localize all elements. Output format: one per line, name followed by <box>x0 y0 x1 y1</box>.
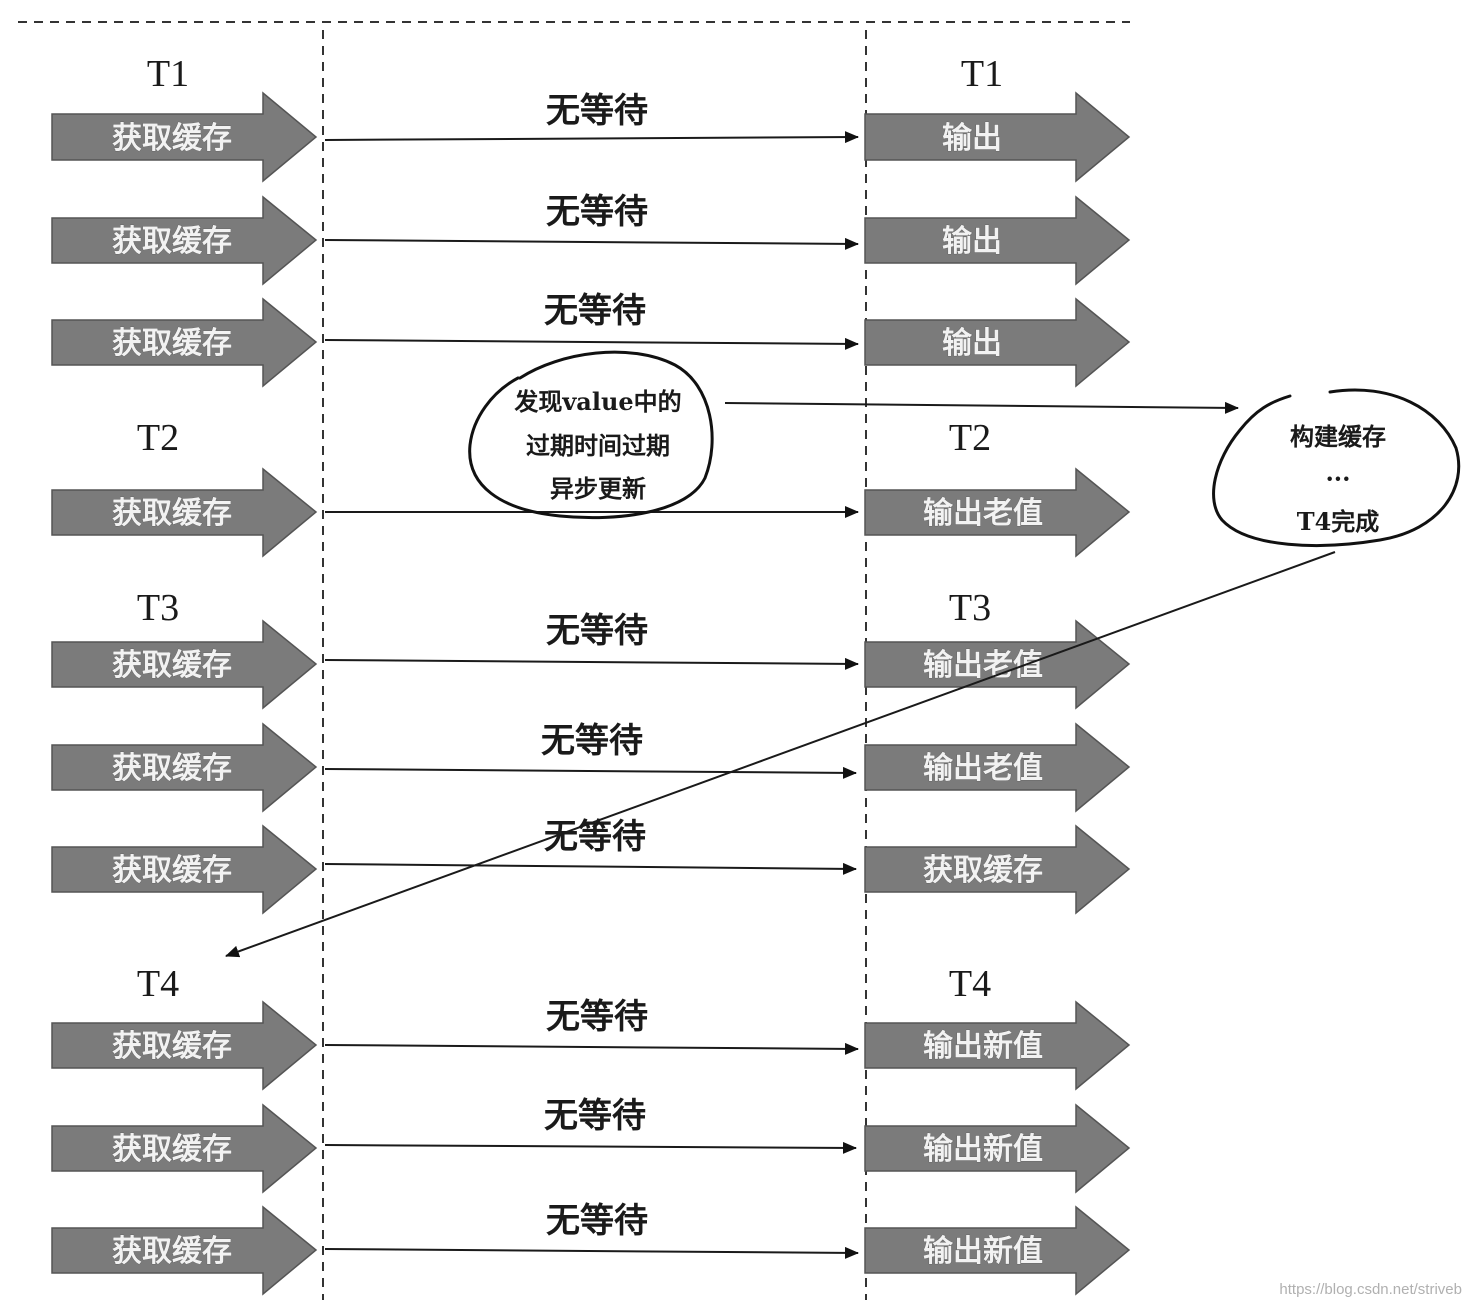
left-block-arrow <box>51 467 318 558</box>
left-block-arrow-label: 获取缓存 <box>112 648 232 683</box>
right-block-arrow-label: 输出 <box>942 326 1002 361</box>
right-block-arrow <box>864 722 1131 813</box>
expire-note-line-2: 过期时间过期 <box>526 431 670 460</box>
expire-note-circle <box>468 350 714 520</box>
left-block-arrow <box>51 1000 318 1091</box>
build-cache-note-circle <box>1212 388 1461 547</box>
expire-note-line-3: 异步更新 <box>550 474 646 503</box>
expire-note: 发现value中的 过期时间过期 异步更新 <box>468 350 714 520</box>
right-block-arrow <box>864 91 1131 183</box>
row: 获取缓存 输出老值 <box>51 467 1131 558</box>
left-block-arrow <box>51 1103 318 1194</box>
no-wait-label: 无等待 <box>546 997 648 1037</box>
no-wait-label: 无等待 <box>546 1201 648 1241</box>
right-block-arrow <box>864 1000 1131 1091</box>
no-wait-arrow <box>324 657 859 670</box>
row: 获取缓存 无等待 输出新值 <box>51 997 1131 1091</box>
right-block-arrow-label: 输出 <box>942 224 1002 259</box>
thread-label-t2-left: T2 <box>137 417 179 459</box>
no-wait-label: 无等待 <box>544 817 646 857</box>
no-wait-arrow <box>324 1246 859 1259</box>
no-wait-arrow <box>324 131 859 144</box>
left-block-arrow <box>51 1205 318 1296</box>
left-block-arrow <box>51 722 318 813</box>
no-wait-label: 无等待 <box>546 611 648 651</box>
right-block-arrow-label: 输出老值 <box>923 496 1043 531</box>
no-wait-arrow <box>324 237 859 250</box>
no-wait-arrow <box>324 862 857 875</box>
left-block-arrow <box>51 619 318 710</box>
build-cache-note-line-3: T4完成 <box>1297 507 1380 536</box>
thread-label-t3-right: T3 <box>949 587 991 629</box>
async-update-arrow <box>724 401 1239 414</box>
row: 获取缓存 无等待 输出老值 <box>51 721 1131 813</box>
left-block-arrow-label: 获取缓存 <box>112 1132 232 1167</box>
left-block-arrow-label: 获取缓存 <box>112 496 232 531</box>
build-cache-note: 构建缓存 ··· T4完成 <box>1212 388 1461 547</box>
right-block-arrow <box>864 824 1131 915</box>
left-block-arrow-label: 获取缓存 <box>112 853 232 888</box>
left-block-arrow-label: 获取缓存 <box>112 1234 232 1269</box>
right-block-arrow-label: 获取缓存 <box>923 853 1043 888</box>
row: 获取缓存 无等待 输出老值 <box>51 611 1131 710</box>
build-cache-note-line-2: ··· <box>1325 464 1350 493</box>
no-wait-label: 无等待 <box>546 91 648 131</box>
row: 获取缓存 无等待 输出 <box>51 192 1131 286</box>
right-block-arrow <box>864 1205 1131 1296</box>
thread-label-t1-right: T1 <box>961 53 1003 95</box>
row: 获取缓存 无等待 输出 <box>51 91 1131 183</box>
no-wait-label: 无等待 <box>541 721 643 761</box>
no-wait-label: 无等待 <box>546 192 648 232</box>
thread-label-t2-right: T2 <box>949 417 991 459</box>
no-wait-label: 无等待 <box>544 291 646 331</box>
row: 获取缓存 无等待 获取缓存 <box>51 817 1131 915</box>
build-cache-note-line-1: 构建缓存 <box>1290 422 1386 451</box>
row: 获取缓存 无等待 输出 <box>51 291 1131 388</box>
thread-label-t3-left: T3 <box>137 587 179 629</box>
left-block-arrow <box>51 91 318 183</box>
thread-label-t4-right: T4 <box>949 963 991 1005</box>
right-block-arrow <box>864 467 1131 558</box>
left-block-arrow-label: 获取缓存 <box>112 751 232 786</box>
left-block-arrow <box>51 824 318 915</box>
right-block-arrow-label: 输出新值 <box>923 1132 1043 1167</box>
right-block-arrow <box>864 619 1131 710</box>
thread-label-t4-left: T4 <box>137 963 179 1005</box>
right-block-arrow-label: 输出新值 <box>923 1234 1043 1269</box>
left-block-arrow <box>51 195 318 286</box>
left-block-arrow-label: 获取缓存 <box>112 1029 232 1064</box>
right-block-arrow-label: 输出老值 <box>923 751 1043 786</box>
watermark: https://blog.csdn.net/striveb <box>1279 1281 1462 1298</box>
right-block-arrow <box>864 1103 1131 1194</box>
row: 获取缓存 无等待 输出新值 <box>51 1096 1131 1194</box>
right-block-arrow-label: 输出新值 <box>923 1029 1043 1064</box>
no-wait-arrow <box>324 1141 857 1154</box>
right-block-arrow <box>864 297 1131 388</box>
left-block-arrow-label: 获取缓存 <box>112 326 232 361</box>
row: 获取缓存 无等待 输出新值 <box>51 1201 1131 1296</box>
left-block-arrow-label: 获取缓存 <box>112 121 232 156</box>
right-block-arrow-label: 输出 <box>942 121 1002 156</box>
t4-complete-arrow <box>225 551 1336 958</box>
no-wait-arrow <box>324 1042 859 1055</box>
no-wait-label: 无等待 <box>544 1096 646 1136</box>
left-block-arrow-label: 获取缓存 <box>112 224 232 259</box>
no-wait-arrow <box>324 337 859 350</box>
thread-label-t1-left: T1 <box>147 53 189 95</box>
left-block-arrow <box>51 297 318 388</box>
no-wait-arrow <box>324 766 857 779</box>
right-block-arrow <box>864 195 1131 286</box>
expire-note-line-1: 发现value中的 <box>513 387 681 416</box>
